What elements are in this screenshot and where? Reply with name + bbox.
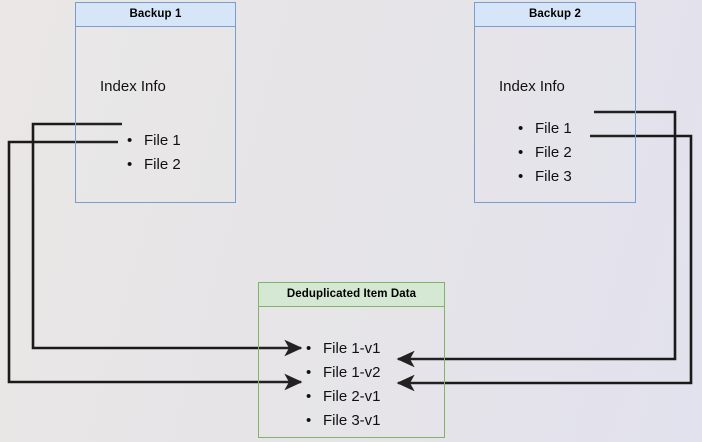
node-backup1[interactable]: Backup 1 Index Info File 1 File 2 xyxy=(75,2,236,203)
list-item: File 2-v1 xyxy=(306,385,381,409)
list-item: File 3-v1 xyxy=(306,409,381,433)
connector-backup1-file2-to-file2v1 xyxy=(7,140,303,391)
node-deduplicated-file-list: File 1-v1 File 1-v2 File 2-v1 File 3-v1 xyxy=(306,337,381,433)
node-backup2-index-label: Index Info xyxy=(499,77,565,95)
list-item: File 1 xyxy=(127,129,181,153)
node-backup2[interactable]: Backup 2 Index Info File 1 File 2 File 3 xyxy=(474,2,636,203)
node-backup2-file-list: File 1 File 2 File 3 xyxy=(518,117,572,189)
list-item: File 1-v2 xyxy=(306,361,381,385)
node-backup2-title: Backup 2 xyxy=(475,3,635,27)
node-deduplicated-item-data-title: Deduplicated Item Data xyxy=(259,283,444,307)
node-backup1-file-list: File 1 File 2 xyxy=(127,129,181,177)
node-backup1-body: Index Info File 1 File 2 xyxy=(76,26,235,199)
node-backup2-body: Index Info File 1 File 2 File 3 xyxy=(475,26,635,199)
connector-backup2-file1-to-file1v2 xyxy=(396,110,677,368)
list-item: File 1 xyxy=(518,117,572,141)
connector-backup2-file2-to-file2v1 xyxy=(396,134,693,392)
list-item: File 1-v1 xyxy=(306,337,381,361)
list-item: File 2 xyxy=(127,153,181,177)
node-backup1-index-label: Index Info xyxy=(100,77,166,95)
node-deduplicated-item-data-body: File 1-v1 File 1-v2 File 2-v1 File 3-v1 xyxy=(259,306,444,434)
node-deduplicated-item-data[interactable]: Deduplicated Item Data File 1-v1 File 1-… xyxy=(258,282,445,438)
list-item: File 3 xyxy=(518,165,572,189)
list-item: File 2 xyxy=(518,141,572,165)
connector-backup1-file1-to-file1v1 xyxy=(31,122,303,357)
node-backup1-title: Backup 1 xyxy=(76,3,235,27)
